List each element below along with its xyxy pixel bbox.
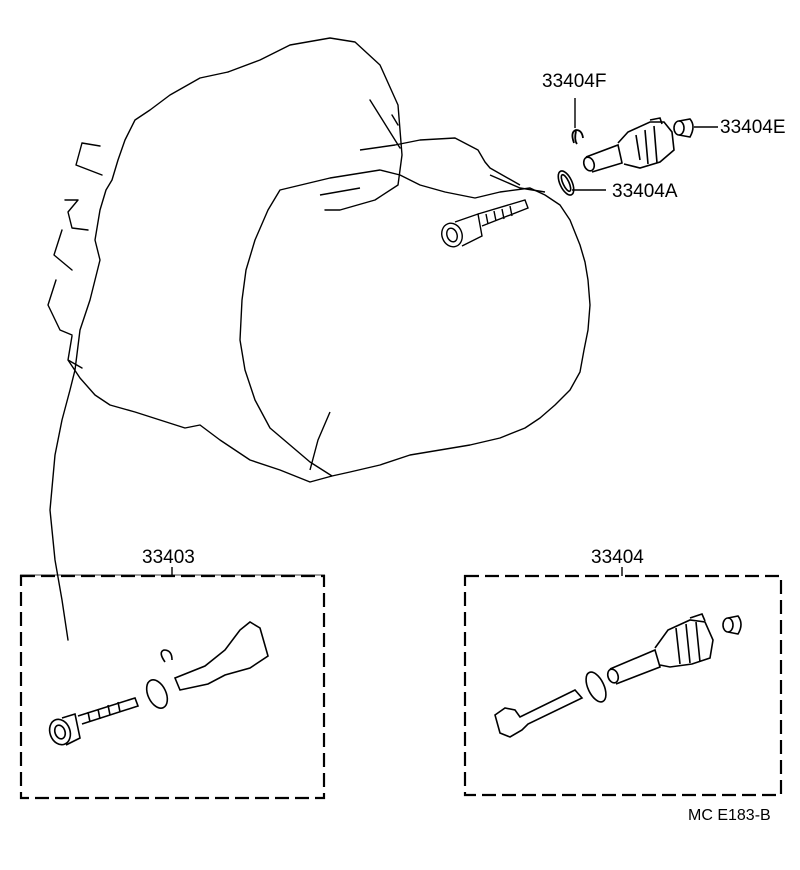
kit-33404-box [463,574,783,797]
callout-33404f: 33404F [542,71,607,92]
driven-gear-installed [441,199,529,248]
sleeve-housing [582,117,675,173]
drawing-code: MC E183-B [688,807,771,824]
kit-33404-parts [494,613,742,738]
o-ring-33404a [557,170,575,196]
transmission-housing-body [239,169,591,477]
callout-33404e: 33404E [720,117,786,138]
transmission-case-outline [47,71,229,641]
kit-label-33403: 33403 [142,547,195,568]
kit-33403-parts [48,621,269,746]
kit-label-33404: 33404 [591,547,644,568]
transmission-case-lower-edge [67,359,333,483]
plug-33404e [673,118,694,138]
clip-33404f [571,129,584,145]
transmission-case-top-edge [359,137,521,186]
kit-33403-box [19,574,326,800]
callout-33404a: 33404A [612,181,678,202]
transmission-case-rear [227,37,403,211]
